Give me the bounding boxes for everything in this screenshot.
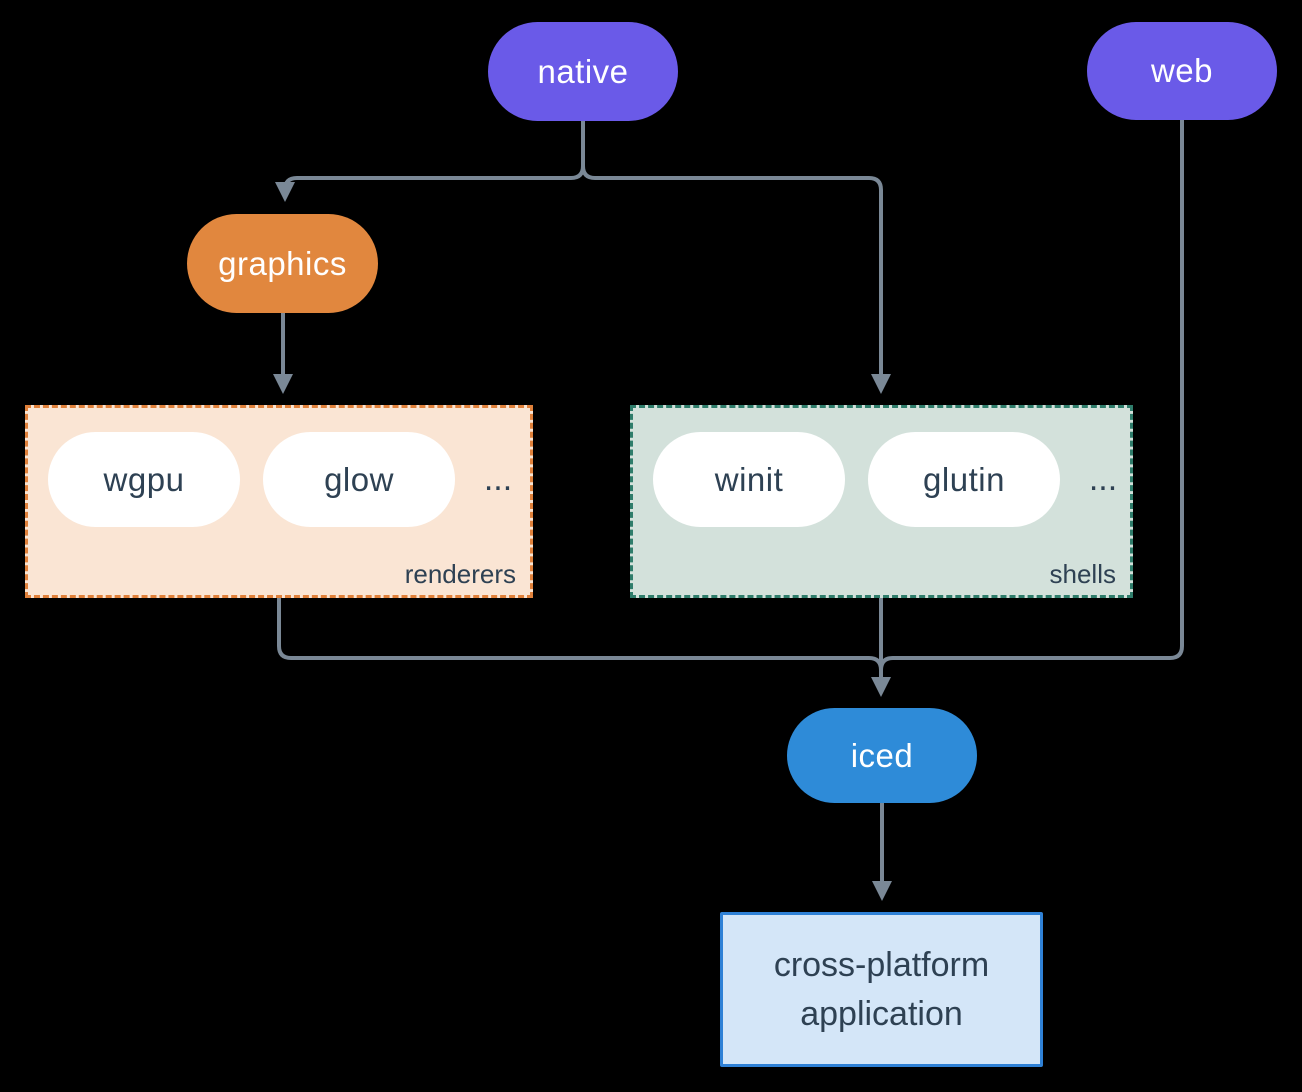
edge-renderers-to-iced — [277, 598, 883, 671]
group-shells: winit glutin ... shells — [630, 405, 1133, 598]
app-label-line2: application — [800, 994, 963, 1033]
node-native: native — [488, 22, 678, 121]
node-winit: winit — [653, 432, 845, 527]
ellipsis-renderers: ... — [483, 460, 513, 498]
node-graphics: graphics — [187, 214, 378, 313]
node-iced: iced — [787, 708, 977, 803]
node-cross-platform-application: cross-platform application — [720, 912, 1043, 1067]
app-label-line1: cross-platform — [773, 945, 990, 984]
group-renderers: wgpu glow ... renderers — [25, 405, 533, 598]
ellipsis-shells: ... — [1088, 460, 1118, 498]
group-label-renderers: renderers — [404, 559, 516, 589]
node-glutin: glutin — [868, 432, 1060, 527]
group-label-shells: shells — [1049, 559, 1116, 589]
node-glow: glow — [263, 432, 455, 527]
node-web: web — [1087, 22, 1277, 120]
edge-native-to-graphics — [275, 121, 585, 202]
edge-native-to-shells — [581, 121, 891, 394]
node-wgpu: wgpu — [48, 432, 240, 527]
